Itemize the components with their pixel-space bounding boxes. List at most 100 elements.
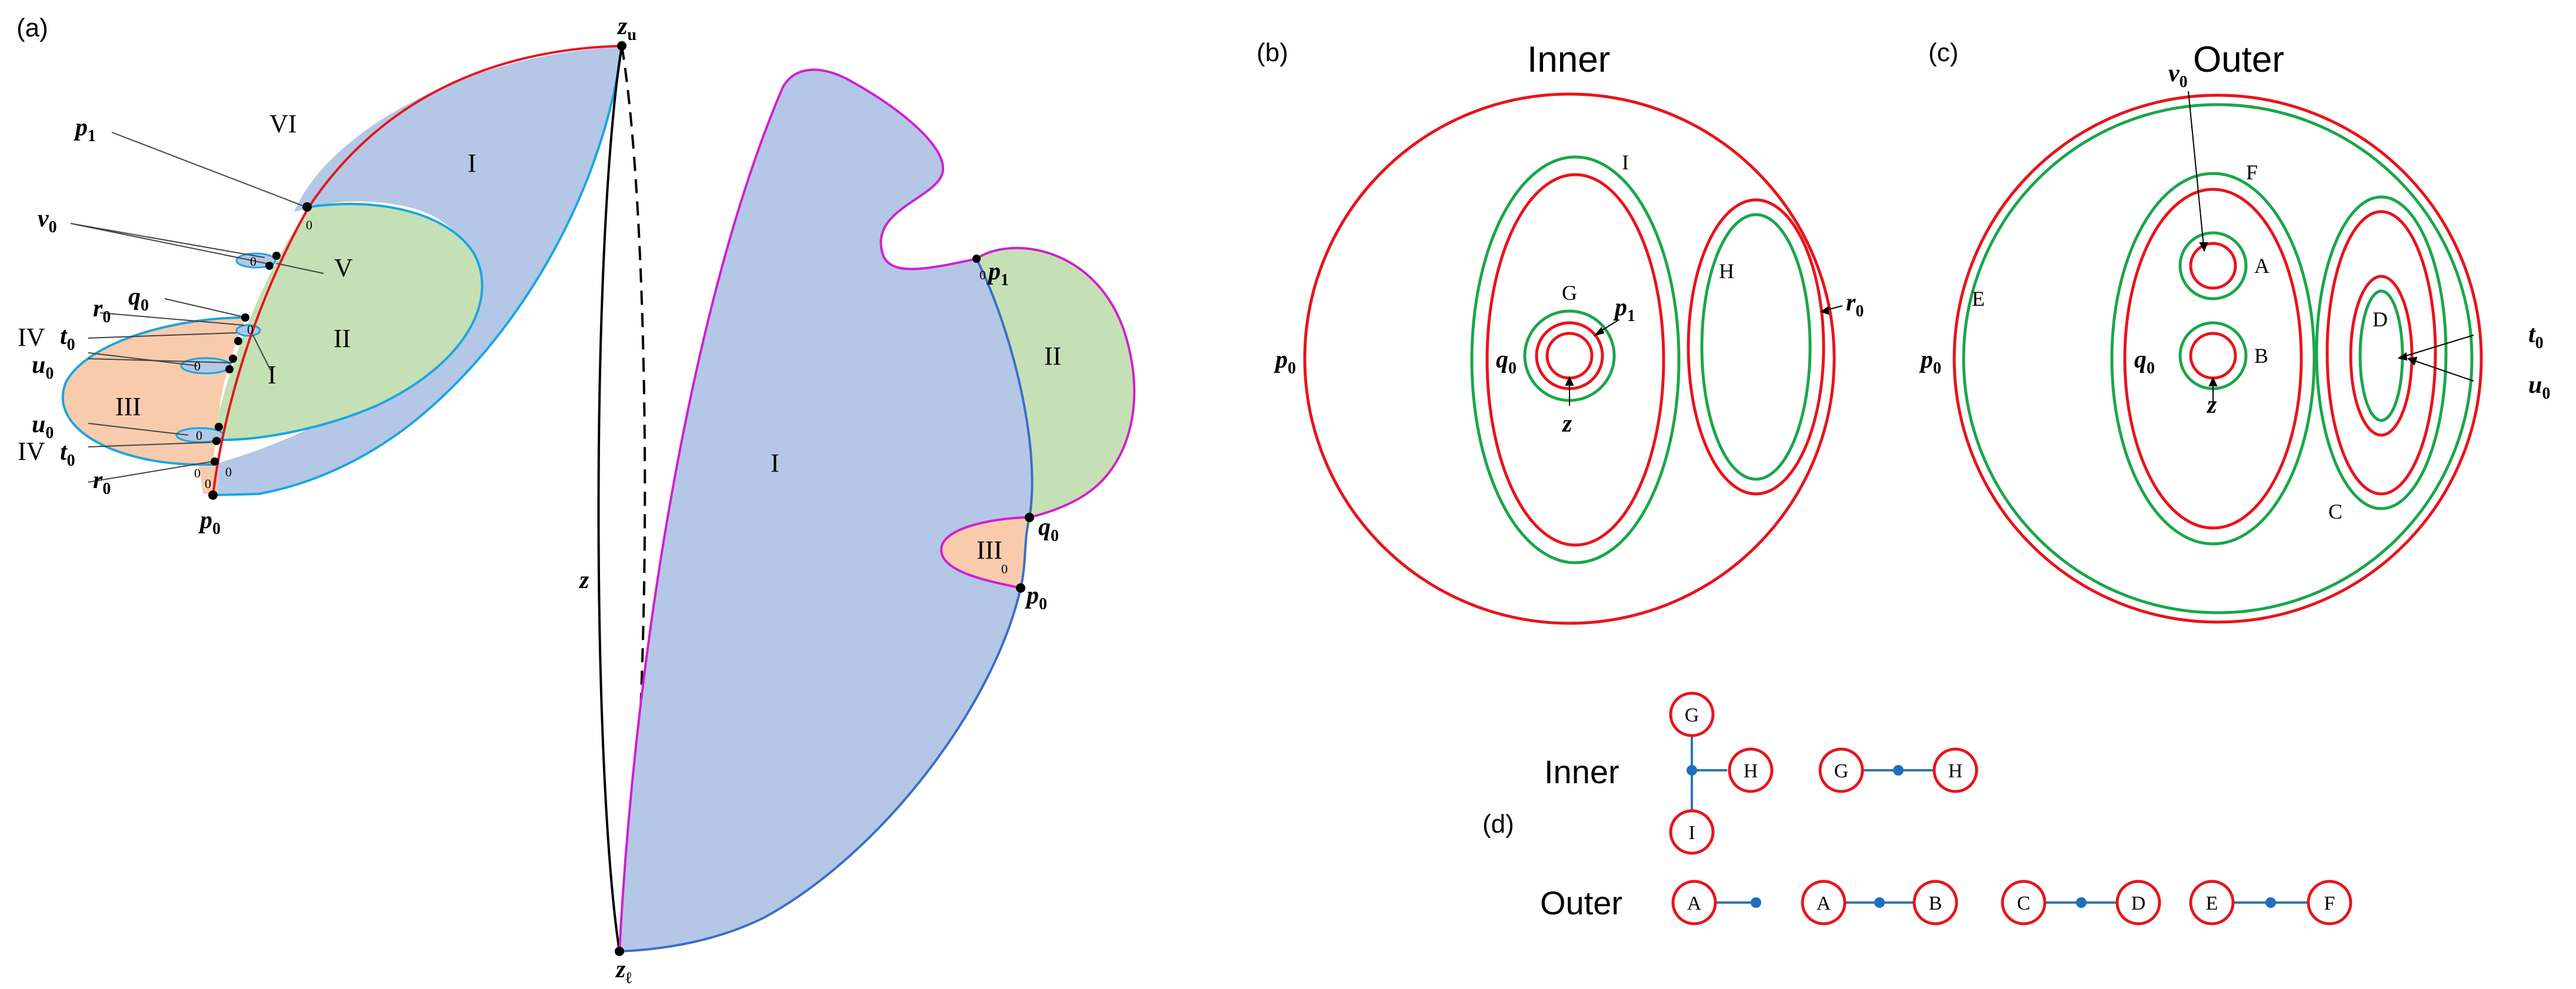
green-ellipse-F — [2110, 172, 2316, 546]
node-G-tree: G — [1685, 704, 1699, 726]
node-H-tree: H — [1744, 760, 1758, 782]
label-p1-b: p1 — [1613, 294, 1635, 325]
region-III-right — [941, 517, 1029, 588]
svg-text:0: 0 — [194, 359, 201, 373]
label-t0-upper: t0 — [60, 323, 75, 354]
label-III-left: III — [115, 392, 141, 421]
label-E: E — [1972, 287, 1985, 310]
red-ellipse-q0 — [1485, 173, 1665, 547]
curve-labels-b: G H I — [1562, 151, 1734, 305]
svg-text:0: 0 — [225, 465, 232, 479]
arrows-b — [1565, 305, 1843, 406]
node-A-pair: A — [1817, 893, 1831, 914]
svg-text:0: 0 — [1001, 562, 1008, 576]
label-III-right: III — [977, 536, 1002, 564]
outer-circle-p0-c — [1952, 93, 2483, 624]
region-I-right — [619, 69, 1032, 952]
panel-d-label: (d) — [1482, 810, 1514, 838]
node-C-pair: C — [2017, 893, 2031, 914]
label-C: C — [2328, 500, 2342, 523]
label-u0-c: u0 — [2528, 372, 2550, 403]
svg-text:0: 0 — [196, 428, 202, 443]
graph-nodes — [1669, 691, 2352, 925]
node-F-pair: F — [2324, 893, 2335, 914]
label-I-small: I — [268, 360, 276, 389]
panel-d-inner-label: Inner — [1544, 753, 1619, 790]
label-z-c: z — [2206, 392, 2217, 419]
cyan-curve-II — [216, 202, 484, 442]
label-B: B — [2254, 344, 2268, 367]
arrows-c — [2188, 91, 2474, 406]
green-circle-A — [2178, 231, 2248, 300]
label-V: V — [334, 253, 353, 282]
point-dots — [208, 41, 1034, 956]
red-boundary-curve — [212, 45, 622, 496]
panel-d: (d) Inner Outer — [1482, 691, 2352, 925]
label-u0-upper: u0 — [32, 352, 54, 383]
node-B-pair: B — [1929, 893, 1942, 914]
green-ellipse-C — [2315, 195, 2448, 510]
z-solid-curve — [597, 45, 623, 952]
label-zl: zℓ — [615, 956, 632, 987]
label-IV-lower: IV — [18, 437, 45, 466]
ellipse-V — [235, 252, 276, 269]
graph-edges — [1691, 735, 2330, 904]
svg-text:0: 0 — [205, 476, 211, 491]
label-t0-c: t0 — [2528, 321, 2544, 352]
z-dashed-curve — [618, 45, 647, 952]
label-VI: VI — [269, 109, 296, 138]
region-labels: VI I II III V I IV IV I II III — [18, 109, 1061, 564]
node-E-pair: E — [2206, 893, 2218, 914]
region-II-left — [216, 203, 482, 440]
node-H-pair: H — [1948, 760, 1963, 782]
leader-lines — [70, 132, 324, 483]
label-p1: p1 — [74, 114, 96, 145]
label-r0-lower: r0 — [93, 467, 111, 498]
label-q0-c: q0 — [2134, 346, 2155, 377]
green-ellipse-H — [1700, 213, 1812, 481]
cyan-curve-outer-I — [214, 46, 623, 496]
node-I-tree: I — [1688, 822, 1695, 844]
label-zu: zu — [616, 13, 636, 44]
label-IV-upper: IV — [18, 323, 45, 352]
panel-b-label: (b) — [1257, 38, 1288, 67]
label-z: z — [578, 567, 589, 594]
label-r0-upper: r0 — [93, 295, 111, 326]
label-I-right: I — [771, 449, 779, 477]
red-ellipse-H-outer — [1687, 198, 1825, 496]
label-z-b: z — [1561, 410, 1572, 437]
region-II-right — [977, 248, 1135, 517]
panel-c-label: (c) — [1928, 38, 1958, 67]
point-labels-a: p1 v0 q0 r0 t0 u0 u0 t0 r0 p0 zu zℓ z p1… — [32, 13, 1059, 987]
label-p0-b: p0 — [1274, 346, 1296, 377]
svg-text:0: 0 — [979, 268, 986, 282]
panel-b: (b) Inner G H I p0 q0 r0 p1 z — [1257, 38, 1864, 625]
cyan-curve-III — [61, 316, 246, 466]
graph-node-labels: G H I G H A A B C D E F — [1685, 704, 2335, 914]
green-circle-E — [1962, 103, 2474, 614]
red-ellipse-D — [2349, 275, 2414, 437]
green-ellipse-I — [1470, 155, 1681, 564]
zero-markers: 0 0 0 0 0 0 0 0 0 0 — [194, 218, 1008, 576]
point-labels-b: p0 q0 r0 p1 z — [1274, 289, 1864, 437]
red-ellipse-C-inner — [2325, 210, 2437, 496]
panel-c-title: Outer — [2193, 39, 2284, 80]
label-r0-b: r0 — [1846, 289, 1864, 320]
red-ellipse-q0-c — [2123, 188, 2303, 530]
svg-text:0: 0 — [250, 254, 256, 269]
label-t0-lower: t0 — [60, 439, 75, 470]
panel-a-label: (a) — [16, 14, 48, 42]
label-v0: v0 — [38, 205, 57, 236]
label-H: H — [1719, 259, 1734, 283]
label-II-right: II — [1044, 342, 1061, 370]
label-q0-b: q0 — [1496, 346, 1517, 377]
label-II-left: II — [334, 324, 351, 353]
node-D-pair: D — [2131, 893, 2146, 914]
label-v0-c: v0 — [2168, 60, 2188, 91]
node-A-single: A — [1687, 893, 1702, 914]
label-u0-lower: u0 — [32, 411, 54, 442]
svg-text:0: 0 — [247, 322, 254, 337]
blue-boundary — [619, 258, 1034, 953]
outer-circle-p0 — [1303, 92, 1836, 625]
